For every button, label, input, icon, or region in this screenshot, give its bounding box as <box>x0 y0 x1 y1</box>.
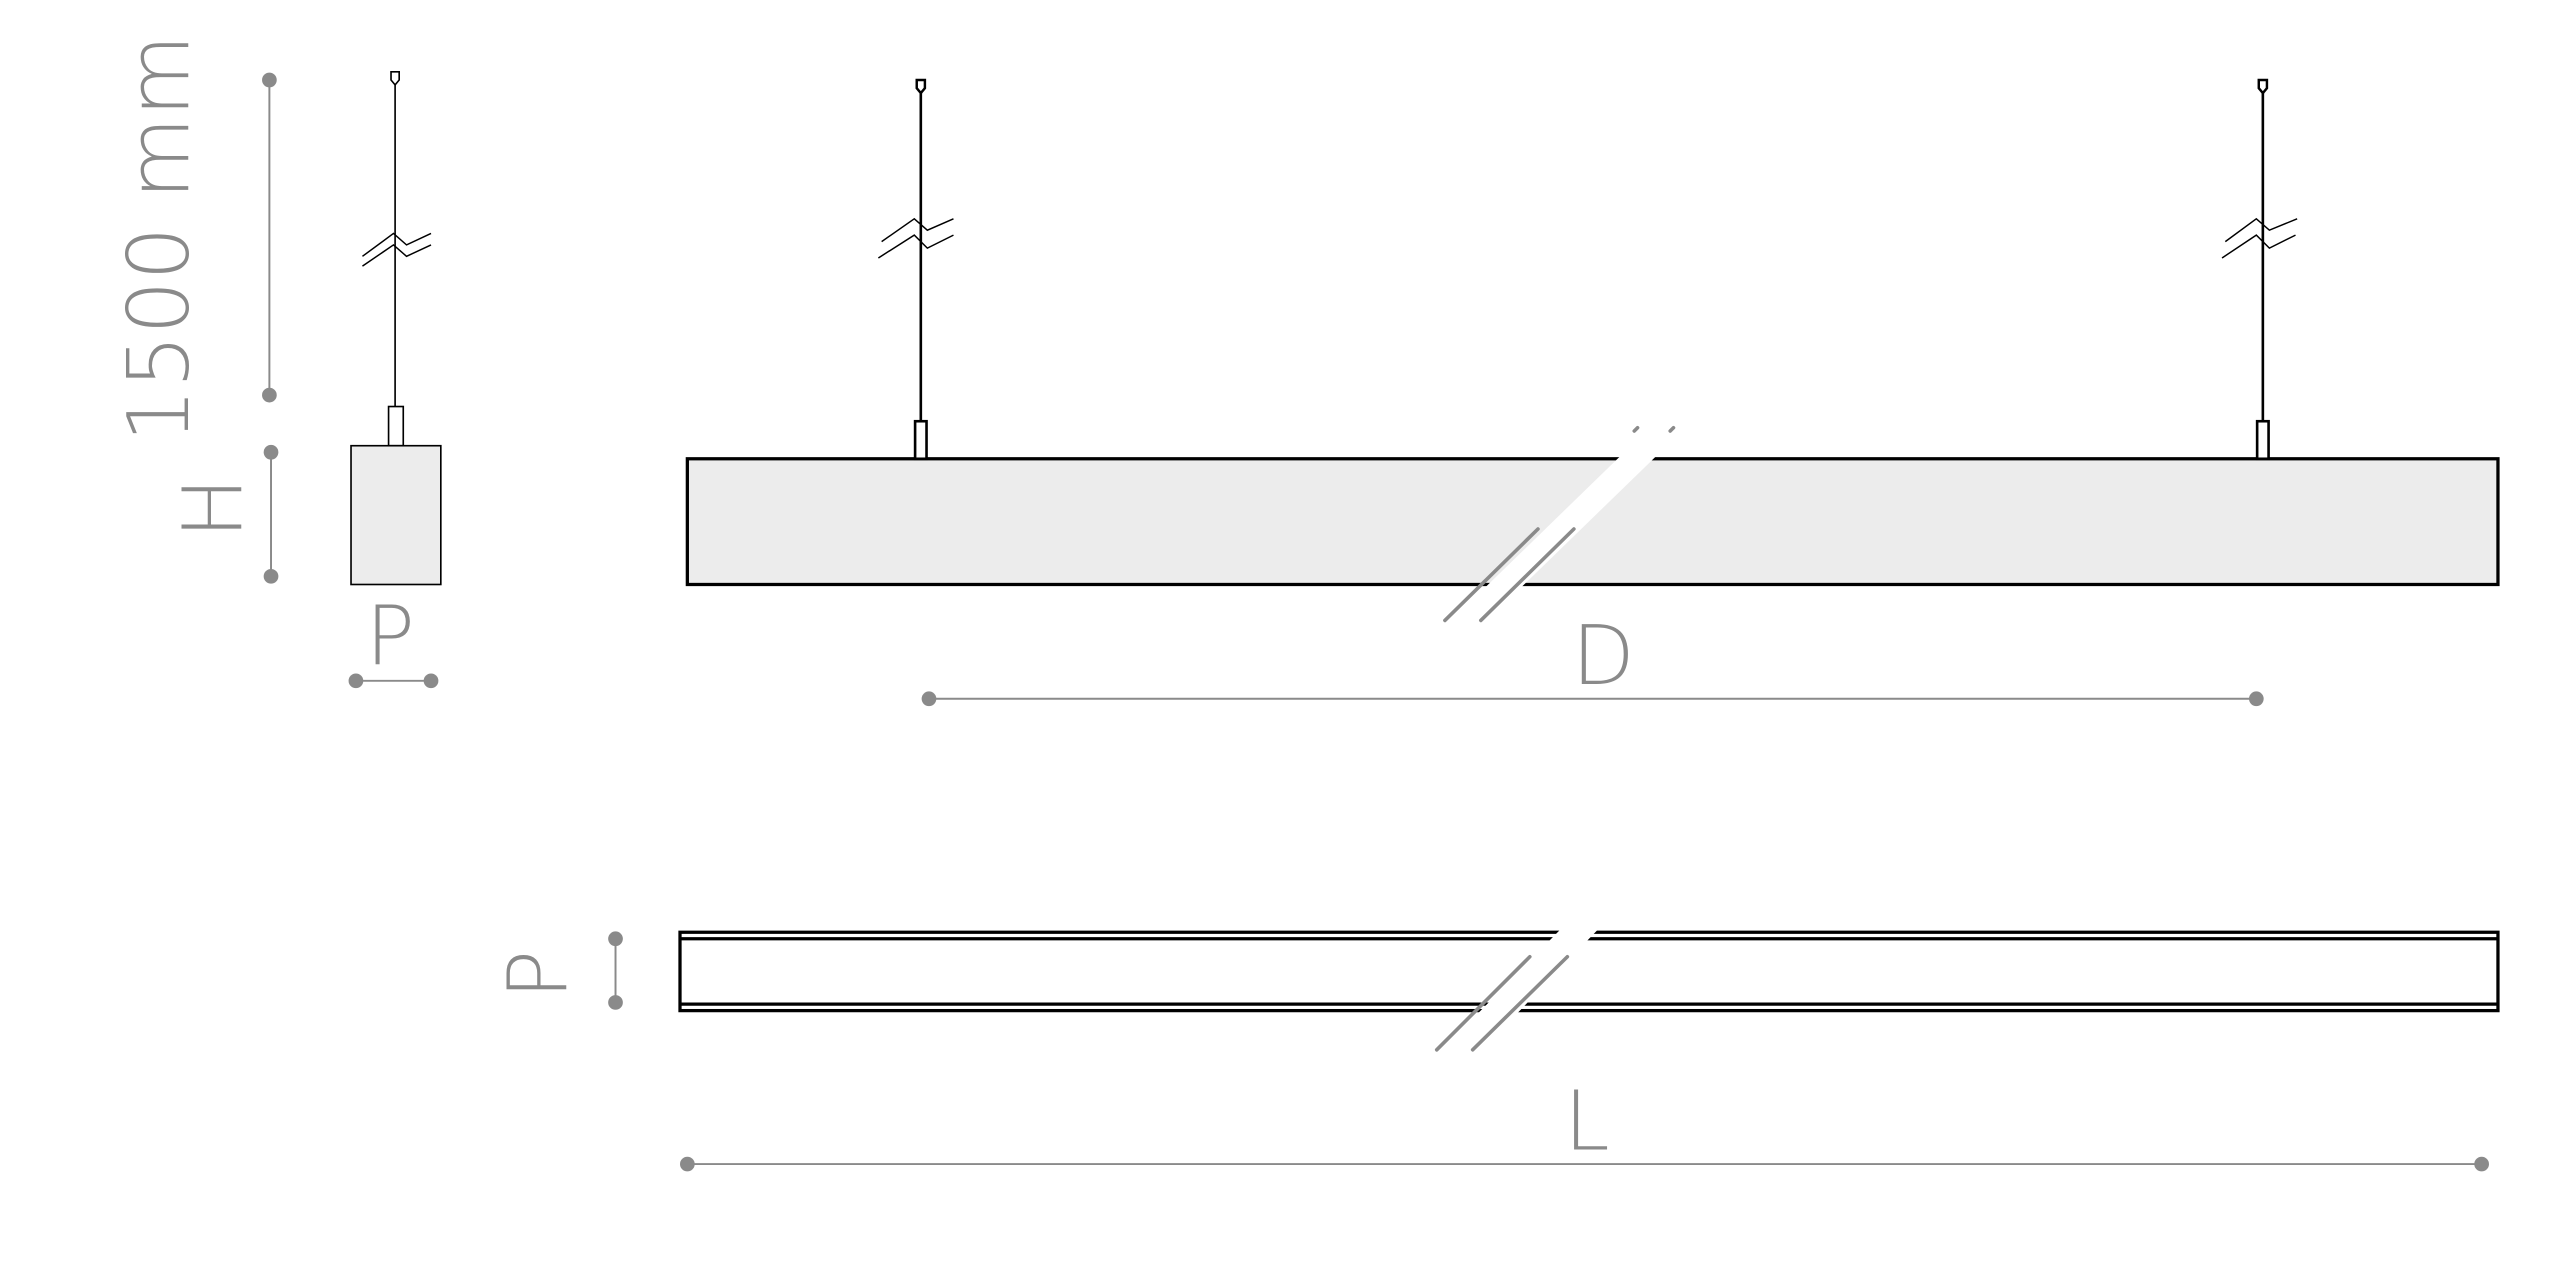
side-view <box>350 71 442 586</box>
break-symbol-top <box>1434 927 1600 1052</box>
distance-dimension: D <box>921 609 2264 707</box>
height-dimension: H <box>167 444 279 584</box>
top-view <box>678 927 2500 1052</box>
cable-length-dimension: 1500 mm <box>110 34 277 443</box>
height-label: H <box>167 477 262 538</box>
top-depth-dimension: P <box>492 931 623 1010</box>
suspension-right <box>2221 78 2298 461</box>
length-label: L <box>1564 1074 1609 1169</box>
cable-length-label: 1500 mm <box>110 34 209 442</box>
front-view <box>685 78 2500 623</box>
break-symbol <box>1443 425 1676 623</box>
distance-label: D <box>1572 609 1635 704</box>
front-profile-body <box>685 457 2500 587</box>
side-depth-label: P <box>366 589 415 684</box>
side-profile-body <box>350 444 442 586</box>
length-dimension: L <box>680 1074 2489 1172</box>
side-depth-dimension: P <box>348 589 439 689</box>
suspension-left <box>877 78 954 461</box>
top-depth-label: P <box>492 950 587 999</box>
